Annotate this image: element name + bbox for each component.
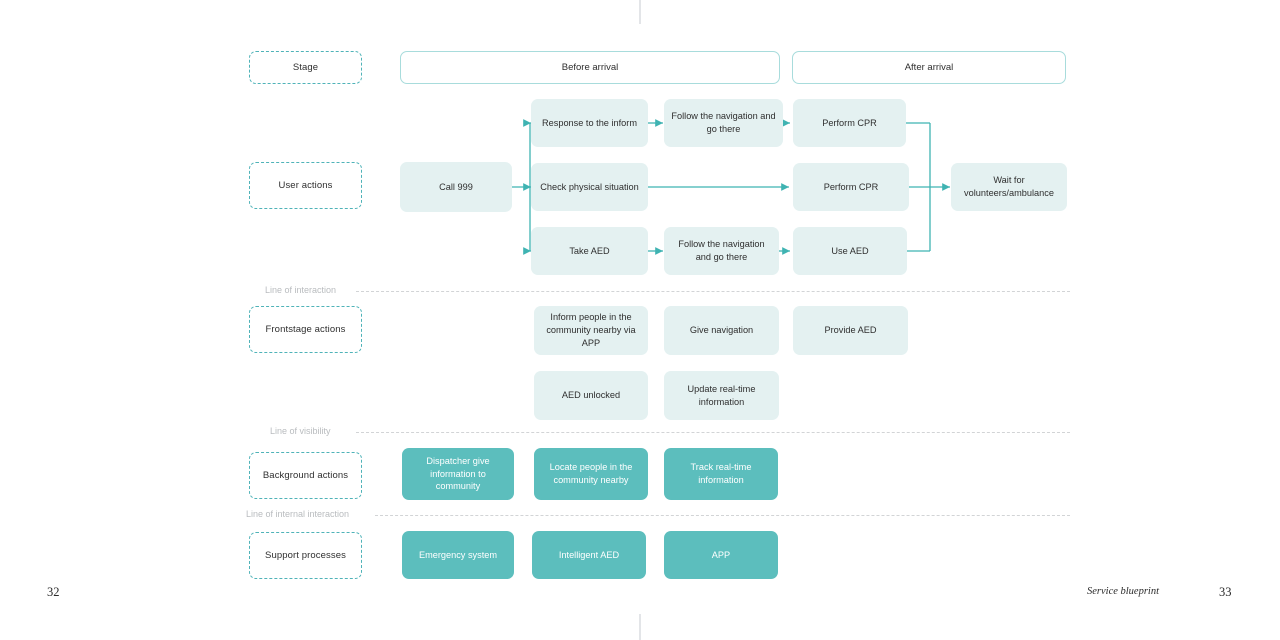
user-action-follow-navigation-1: Follow the navigation and go there: [664, 99, 783, 147]
crop-mark-bottom: [639, 614, 641, 640]
box-label: Wait for volunteers/ambulance: [964, 175, 1054, 198]
background-dispatcher-give-information: Dispatcher give information to community: [402, 448, 514, 500]
folio-right: 33: [1219, 585, 1232, 599]
frontstage-give-navigation: Give navigation: [664, 306, 779, 355]
user-action-response-to-inform: Response to the inform: [531, 99, 648, 147]
stage-header-after-arrival: After arrival: [792, 51, 1066, 84]
box-label: Take AED: [569, 245, 610, 256]
frontstage-aed-unlocked: AED unlocked: [534, 371, 648, 420]
box-label: Dispatcher give information to community: [426, 455, 490, 492]
separator-line-of-interaction: [356, 291, 1070, 292]
box-label: Update real-time information: [687, 383, 756, 407]
stage-label: After arrival: [904, 62, 954, 73]
separator-label-line-of-internal-interaction: Line of internal interaction: [246, 509, 350, 519]
support-emergency-system: Emergency system: [402, 531, 514, 579]
box-label: Follow the navigation and go there: [671, 111, 776, 134]
crop-mark-top: [639, 0, 641, 24]
row-label-stage: Stage: [249, 51, 362, 84]
user-action-take-aed: Take AED: [531, 227, 648, 275]
support-intelligent-aed: Intelligent AED: [532, 531, 646, 579]
box-label: Track real-time information: [690, 462, 752, 485]
separator-label-line-of-visibility: Line of visibility: [270, 426, 331, 436]
row-label-frontstage-actions: Frontstage actions: [249, 306, 362, 353]
row-label-text: Support processes: [265, 550, 346, 561]
row-label-text: Stage: [292, 62, 319, 73]
stage-header-before-arrival: Before arrival: [400, 51, 780, 84]
user-action-use-aed: Use AED: [793, 227, 907, 275]
stage-label: Before arrival: [561, 62, 619, 73]
box-label: Perform CPR: [822, 117, 877, 128]
user-action-call-999: Call 999: [400, 162, 512, 212]
row-label-user-actions: User actions: [249, 162, 362, 209]
row-label-text: Background actions: [262, 470, 349, 481]
folio-left: 32: [47, 585, 60, 599]
row-label-support-processes: Support processes: [249, 532, 362, 579]
background-track-realtime-information: Track real-time information: [664, 448, 778, 500]
box-label: Provide AED: [824, 325, 877, 336]
frontstage-inform-people-via-app: Inform people in the community nearby vi…: [534, 306, 648, 355]
box-label: Perform CPR: [823, 181, 879, 192]
box-label: Use AED: [831, 245, 869, 256]
figure-caption: Service blueprint: [1087, 586, 1160, 597]
box-label: Inform people in the community nearby vi…: [546, 312, 636, 348]
separator-line-of-internal-interaction: [375, 515, 1070, 516]
frontstage-update-realtime-information: Update real-time information: [664, 371, 779, 420]
separator-label-line-of-interaction: Line of interaction: [265, 285, 337, 295]
box-label: Give navigation: [689, 325, 754, 336]
box-label: AED unlocked: [561, 390, 621, 401]
row-label-text: Frontstage actions: [265, 324, 346, 335]
box-label: Follow the navigation and go there: [678, 239, 765, 262]
box-label: APP: [711, 549, 731, 560]
background-locate-people-nearby: Locate people in the community nearby: [534, 448, 648, 500]
separator-line-of-visibility: [356, 432, 1070, 433]
user-action-perform-cpr-2: Perform CPR: [793, 163, 909, 211]
user-action-follow-navigation-2: Follow the navigation and go there: [664, 227, 779, 275]
box-label: Locate people in the community nearby: [549, 462, 633, 485]
frontstage-provide-aed: Provide AED: [793, 306, 908, 355]
row-label-background-actions: Background actions: [249, 452, 362, 499]
box-label: Intelligent AED: [558, 549, 620, 560]
box-label: Check physical situation: [540, 181, 639, 192]
support-app: APP: [664, 531, 778, 579]
box-label: Emergency system: [418, 549, 498, 560]
user-action-wait-for-volunteers: Wait for volunteers/ambulance: [951, 163, 1067, 211]
user-action-check-physical-situation: Check physical situation: [531, 163, 648, 211]
box-label: Call 999: [439, 181, 473, 192]
row-label-text: User actions: [278, 180, 333, 191]
user-action-perform-cpr-1: Perform CPR: [793, 99, 906, 147]
box-label: Response to the inform: [542, 117, 637, 128]
